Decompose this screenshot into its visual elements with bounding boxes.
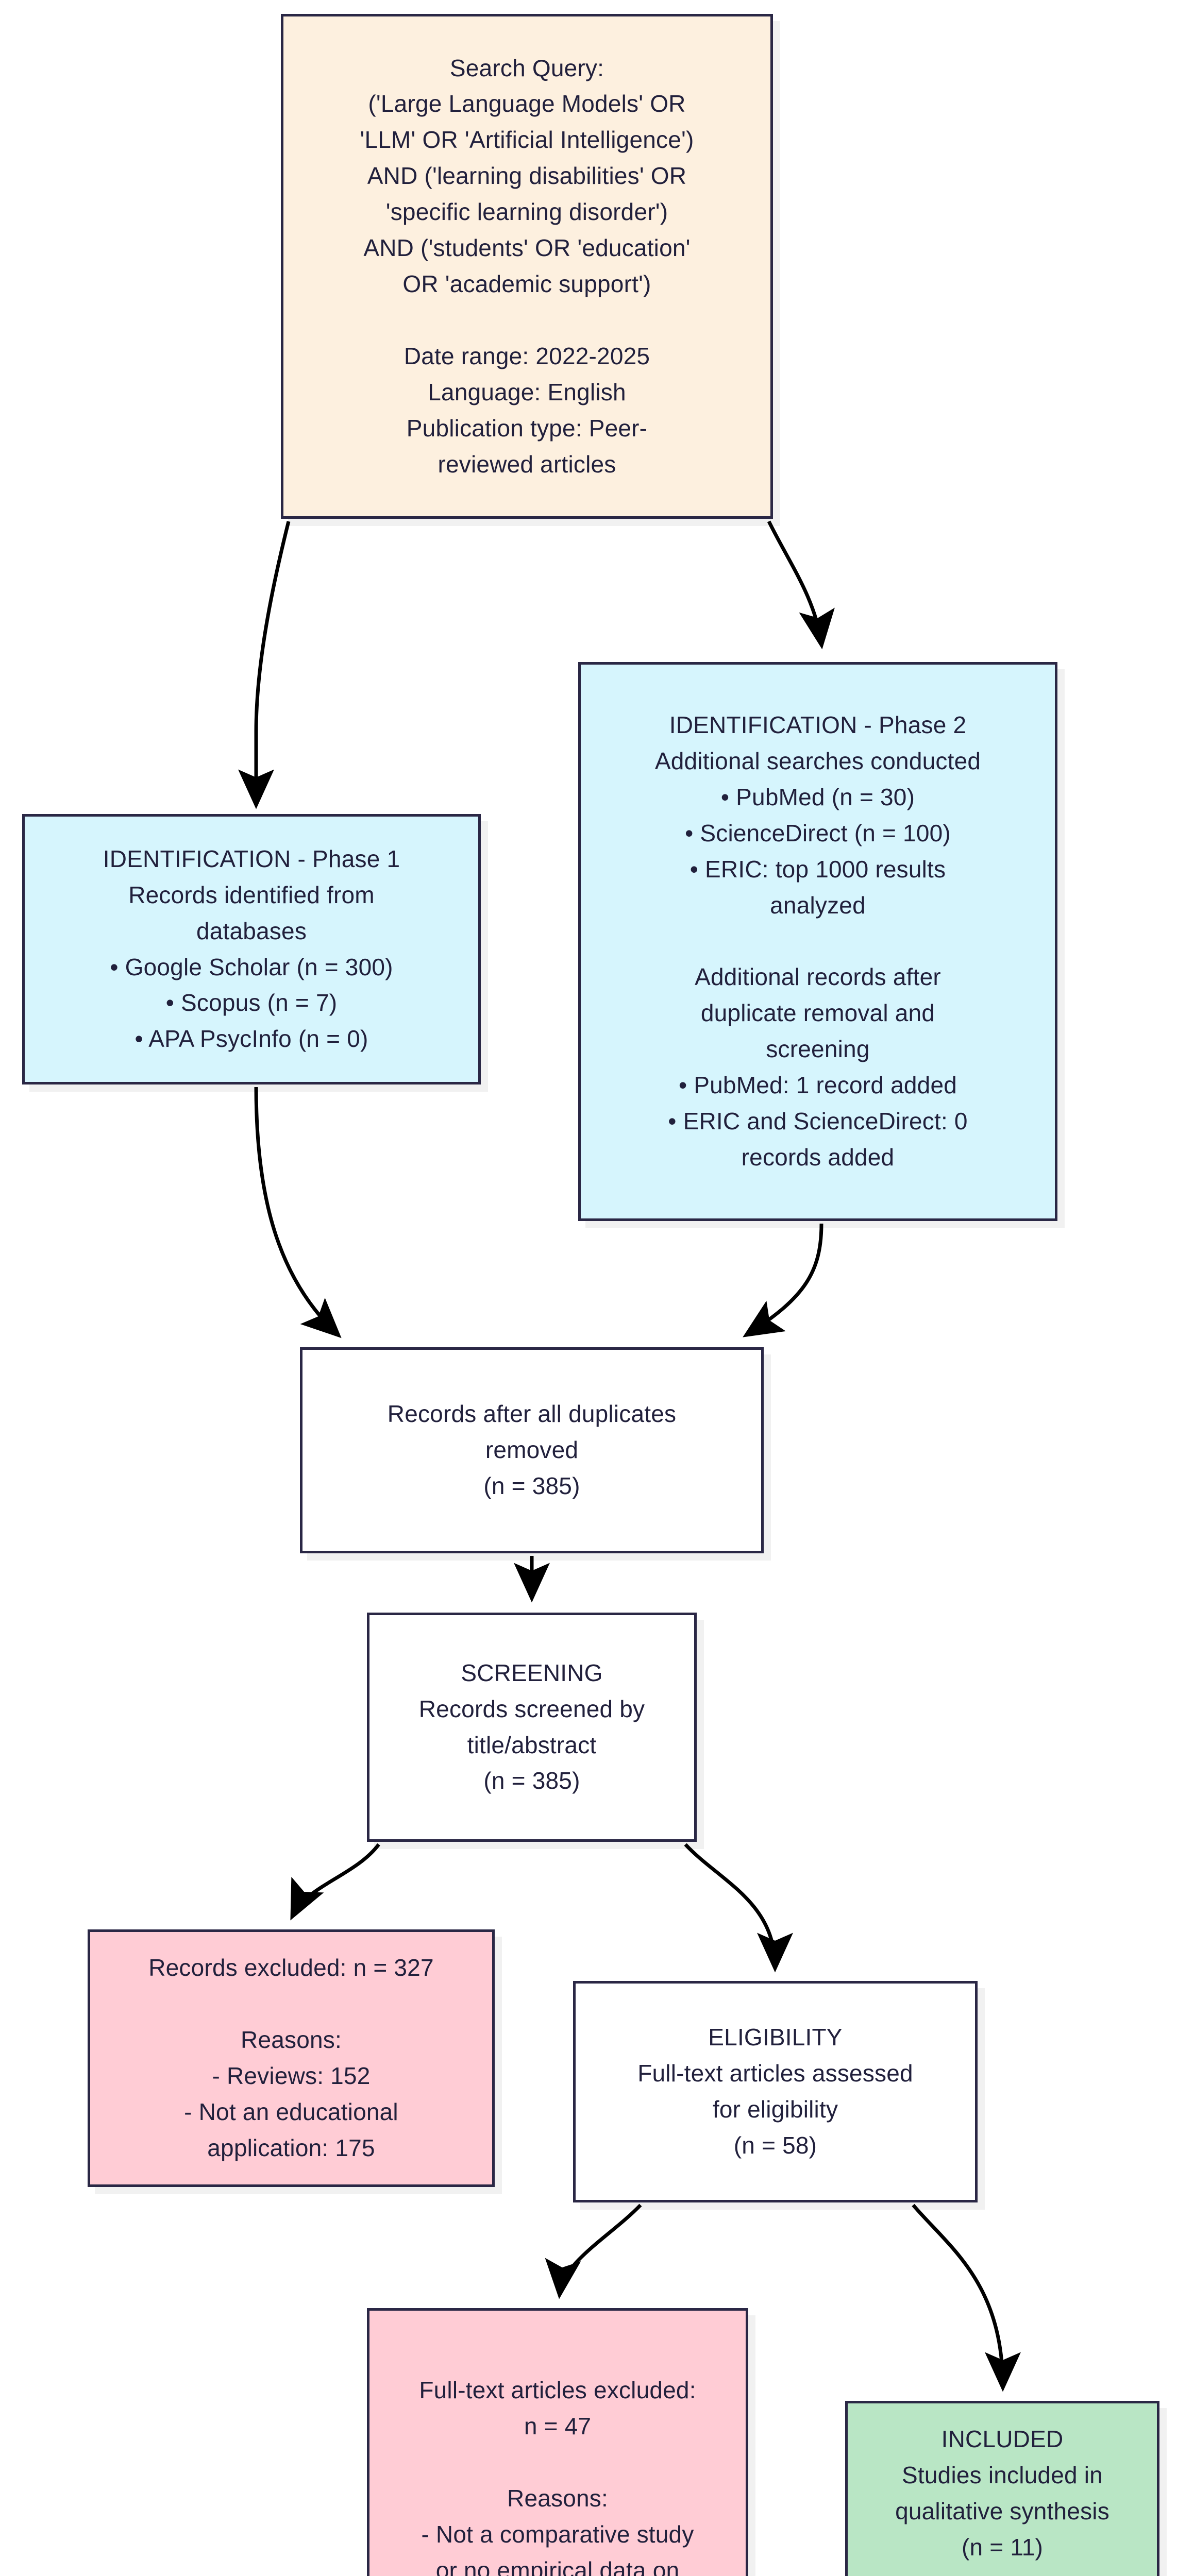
included-box: INCLUDED Studies included in qualitative…	[845, 2401, 1159, 2576]
edge-phase1-to-dedup	[254, 1087, 342, 1338]
edge-screening-to-excluded	[290, 1843, 380, 1921]
edge-phase2-to-dedup	[743, 1223, 823, 1337]
identification-phase-1-text: IDENTIFICATION - Phase 1 Records identif…	[103, 845, 400, 1053]
identification-phase-2-text: IDENTIFICATION - Phase 2 Additional sear…	[654, 711, 981, 1171]
records-after-duplicates-text: Records after all duplicates removed (n …	[387, 1400, 677, 1499]
screening-box: SCREENING Records screened by title/abst…	[367, 1613, 697, 1842]
identification-phase-2-box: IDENTIFICATION - Phase 2 Additional sear…	[578, 662, 1057, 1221]
search-query-box: Search Query: ('Large Language Models' O…	[281, 14, 773, 519]
records-excluded-text: Records excluded: n = 327 Reasons: - Rev…	[148, 1954, 434, 2161]
records-after-duplicates-box: Records after all duplicates removed (n …	[300, 1347, 764, 1553]
edge-screening-to-eligibility	[684, 1843, 793, 1973]
full-text-excluded-box: Full-text articles excluded: n = 47 Reas…	[367, 2308, 748, 2576]
included-text: INCLUDED Studies included in qualitative…	[895, 2426, 1109, 2561]
screening-text: SCREENING Records screened by title/abst…	[418, 1659, 645, 1794]
identification-phase-1-box: IDENTIFICATION - Phase 1 Records identif…	[22, 814, 481, 1084]
edge-search-to-phase1	[238, 521, 291, 809]
full-text-excluded-text: Full-text articles excluded: n = 47 Reas…	[419, 2377, 696, 2576]
edge-search-to-phase2	[767, 520, 835, 650]
edge-eligibility-to-ftexcluded	[545, 2204, 642, 2299]
eligibility-box: ELIGIBILITY Full-text articles assessed …	[573, 1981, 978, 2202]
search-query-text: Search Query: ('Large Language Models' O…	[360, 54, 694, 478]
edge-eligibility-to-included	[912, 2204, 1021, 2392]
eligibility-text: ELIGIBILITY Full-text articles assessed …	[637, 2024, 913, 2159]
records-excluded-box: Records excluded: n = 327 Reasons: - Rev…	[88, 1929, 495, 2187]
